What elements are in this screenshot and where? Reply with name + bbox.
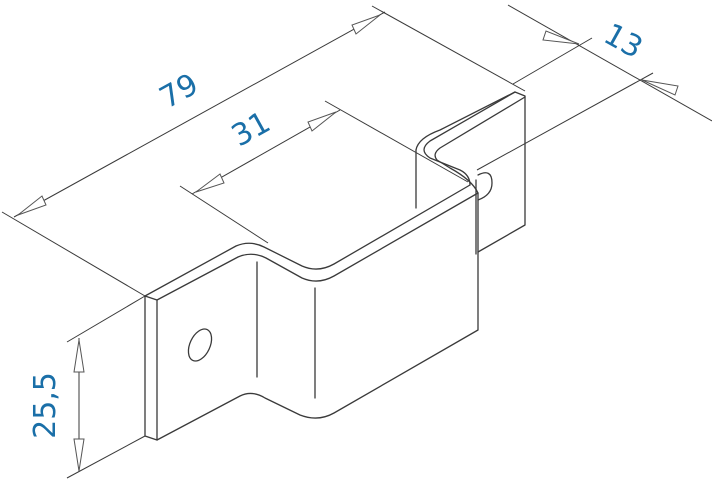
dimension-25-5 [66, 295, 146, 479]
dimension-label-25-5: 25,5 [27, 372, 63, 439]
dimension-13 [476, 4, 712, 171]
bracket-part [144, 91, 526, 441]
dimension-79 [1, 5, 526, 297]
dimension-31 [179, 100, 469, 244]
